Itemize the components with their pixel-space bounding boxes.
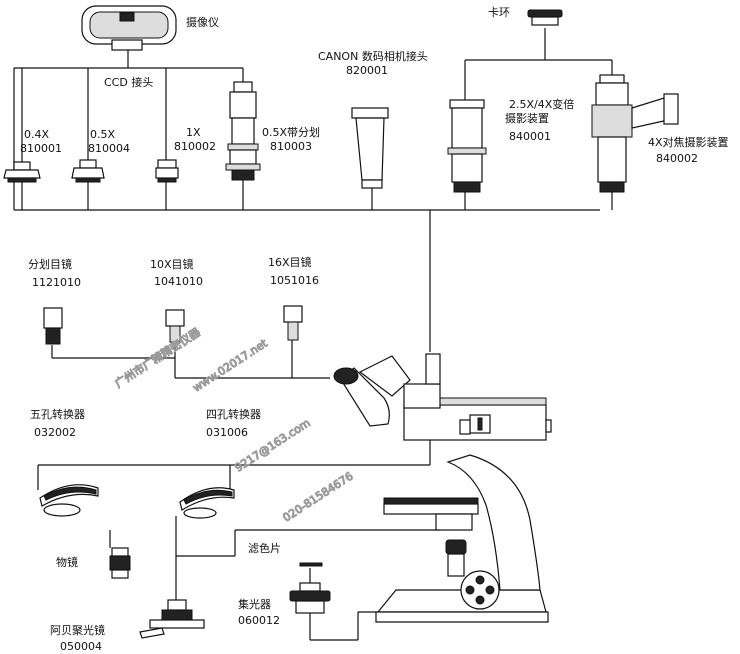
ccd-label: CCD 接头: [104, 76, 153, 89]
adapter-05x-reticle-label: 0.5X带分划: [262, 126, 320, 139]
filter-device: [299, 562, 323, 567]
adapter-05x-reticle-code: 810003: [270, 140, 312, 153]
connector-lines: [13, 28, 613, 641]
five-hole-nosepiece-code: 032002: [34, 426, 76, 439]
adapter-05x-reticle-device: [225, 81, 261, 181]
focus-photo-code: 840002: [656, 152, 698, 165]
adapter-1x-code: 810002: [174, 140, 216, 153]
eyepiece-16x-label: 16X目镜: [268, 255, 312, 269]
watermark-website: www.02017.net: [191, 336, 271, 394]
reticle-eyepiece-label: 分划目镜: [28, 257, 72, 271]
objective-device: [109, 547, 131, 579]
four-hole-nosepiece-device: [179, 487, 235, 519]
filter-label: 滤色片: [248, 541, 281, 555]
eyepiece-16x-code: 1051016: [270, 274, 319, 287]
zoom-photo-device: [447, 99, 487, 193]
abbe-condenser-code: 050004: [60, 640, 102, 653]
five-hole-nosepiece-label: 五孔转换器: [30, 407, 85, 421]
four-hole-nosepiece-code: 031006: [206, 426, 248, 439]
zoom-photo-code: 840001: [509, 130, 551, 143]
abbe-condenser-device: [139, 599, 205, 639]
watermark-phone: 020-81584676: [281, 470, 356, 525]
canon-adapter-label: CANON 数码相机接头: [318, 49, 428, 63]
canon-adapter-code: 820001: [346, 64, 388, 77]
eyepiece-10x-label: 10X目镜: [150, 257, 194, 271]
eyepiece-10x-device: [165, 309, 185, 343]
focus-photo-device: [591, 74, 679, 193]
adapter-04x-label: 0.4X: [24, 128, 49, 141]
camera-device: [81, 5, 177, 51]
eyepiece-10x-code: 1041010: [154, 275, 203, 288]
adapter-1x-device: [155, 159, 179, 183]
adapter-05x-code: 810004: [88, 142, 130, 155]
condenser-device: [289, 582, 331, 614]
zoom-photo-label-1: 2.5X/4X变倍: [509, 97, 574, 111]
adapter-05x-device: [71, 159, 105, 183]
five-hole-nosepiece-device: [39, 484, 99, 517]
microscope-body: [333, 353, 552, 623]
zoom-photo-label-2: 摄影装置: [505, 111, 549, 125]
canon-adapter-device: [351, 107, 389, 189]
adapter-04x-code: 810001: [20, 142, 62, 155]
abbe-condenser-label: 阿贝聚光镜: [50, 623, 105, 637]
adapter-1x-label: 1X: [186, 126, 201, 139]
clamp-ring-label: 卡环: [488, 6, 510, 19]
eyepiece-16x-device: [283, 305, 303, 341]
four-hole-nosepiece-label: 四孔转换器: [206, 407, 261, 421]
adapter-04x-device: [3, 161, 41, 183]
condenser-code: 060012: [238, 614, 280, 627]
reticle-eyepiece-device: [43, 307, 63, 345]
focus-photo-label: 4X对焦摄影装置: [648, 135, 729, 149]
camera-label: 摄像仪: [186, 15, 219, 29]
adapter-05x-label: 0.5X: [90, 128, 115, 141]
objective-label: 物镜: [56, 555, 78, 569]
watermark-email: 9217@163.com: [233, 416, 313, 474]
reticle-eyepiece-code: 1121010: [32, 276, 81, 289]
clamp-ring-device: [527, 9, 563, 26]
condenser-label: 集光器: [238, 597, 271, 611]
